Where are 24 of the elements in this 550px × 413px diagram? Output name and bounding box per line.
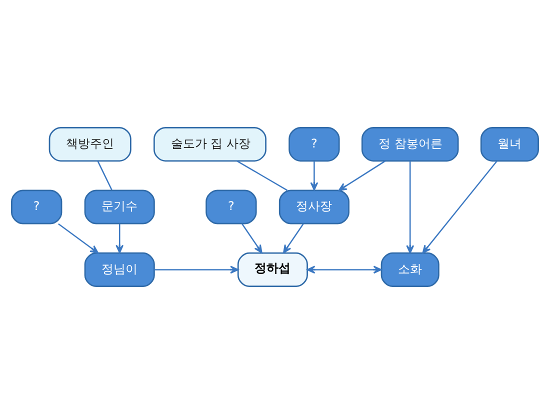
arrow bbox=[58, 222, 99, 254]
arrow bbox=[242, 223, 262, 253]
arrow bbox=[310, 160, 318, 190]
node-box: 정 참봉어른 bbox=[361, 126, 459, 162]
node-box: 술도가 집 사장 bbox=[154, 126, 266, 162]
arrow bbox=[306, 265, 382, 274]
node-box: 정하섭 bbox=[237, 252, 308, 286]
arrow bbox=[283, 223, 304, 253]
connector bbox=[236, 160, 288, 190]
node-box: ? bbox=[288, 126, 340, 162]
arrow bbox=[338, 160, 386, 190]
arrow bbox=[116, 223, 124, 253]
node-box: 정님이 bbox=[84, 252, 155, 286]
node-box: ? bbox=[206, 189, 257, 224]
arrow bbox=[406, 160, 414, 254]
node-box: 월녀 bbox=[480, 126, 539, 162]
node-box: 책방주인 bbox=[48, 126, 132, 162]
node-box: 문기수 bbox=[84, 189, 155, 224]
arrow bbox=[422, 160, 498, 254]
arrow bbox=[154, 265, 239, 274]
node-box: 정사장 bbox=[278, 189, 350, 224]
node-box: 소화 bbox=[380, 252, 440, 286]
connector bbox=[97, 160, 112, 190]
node-box: ? bbox=[11, 189, 62, 224]
